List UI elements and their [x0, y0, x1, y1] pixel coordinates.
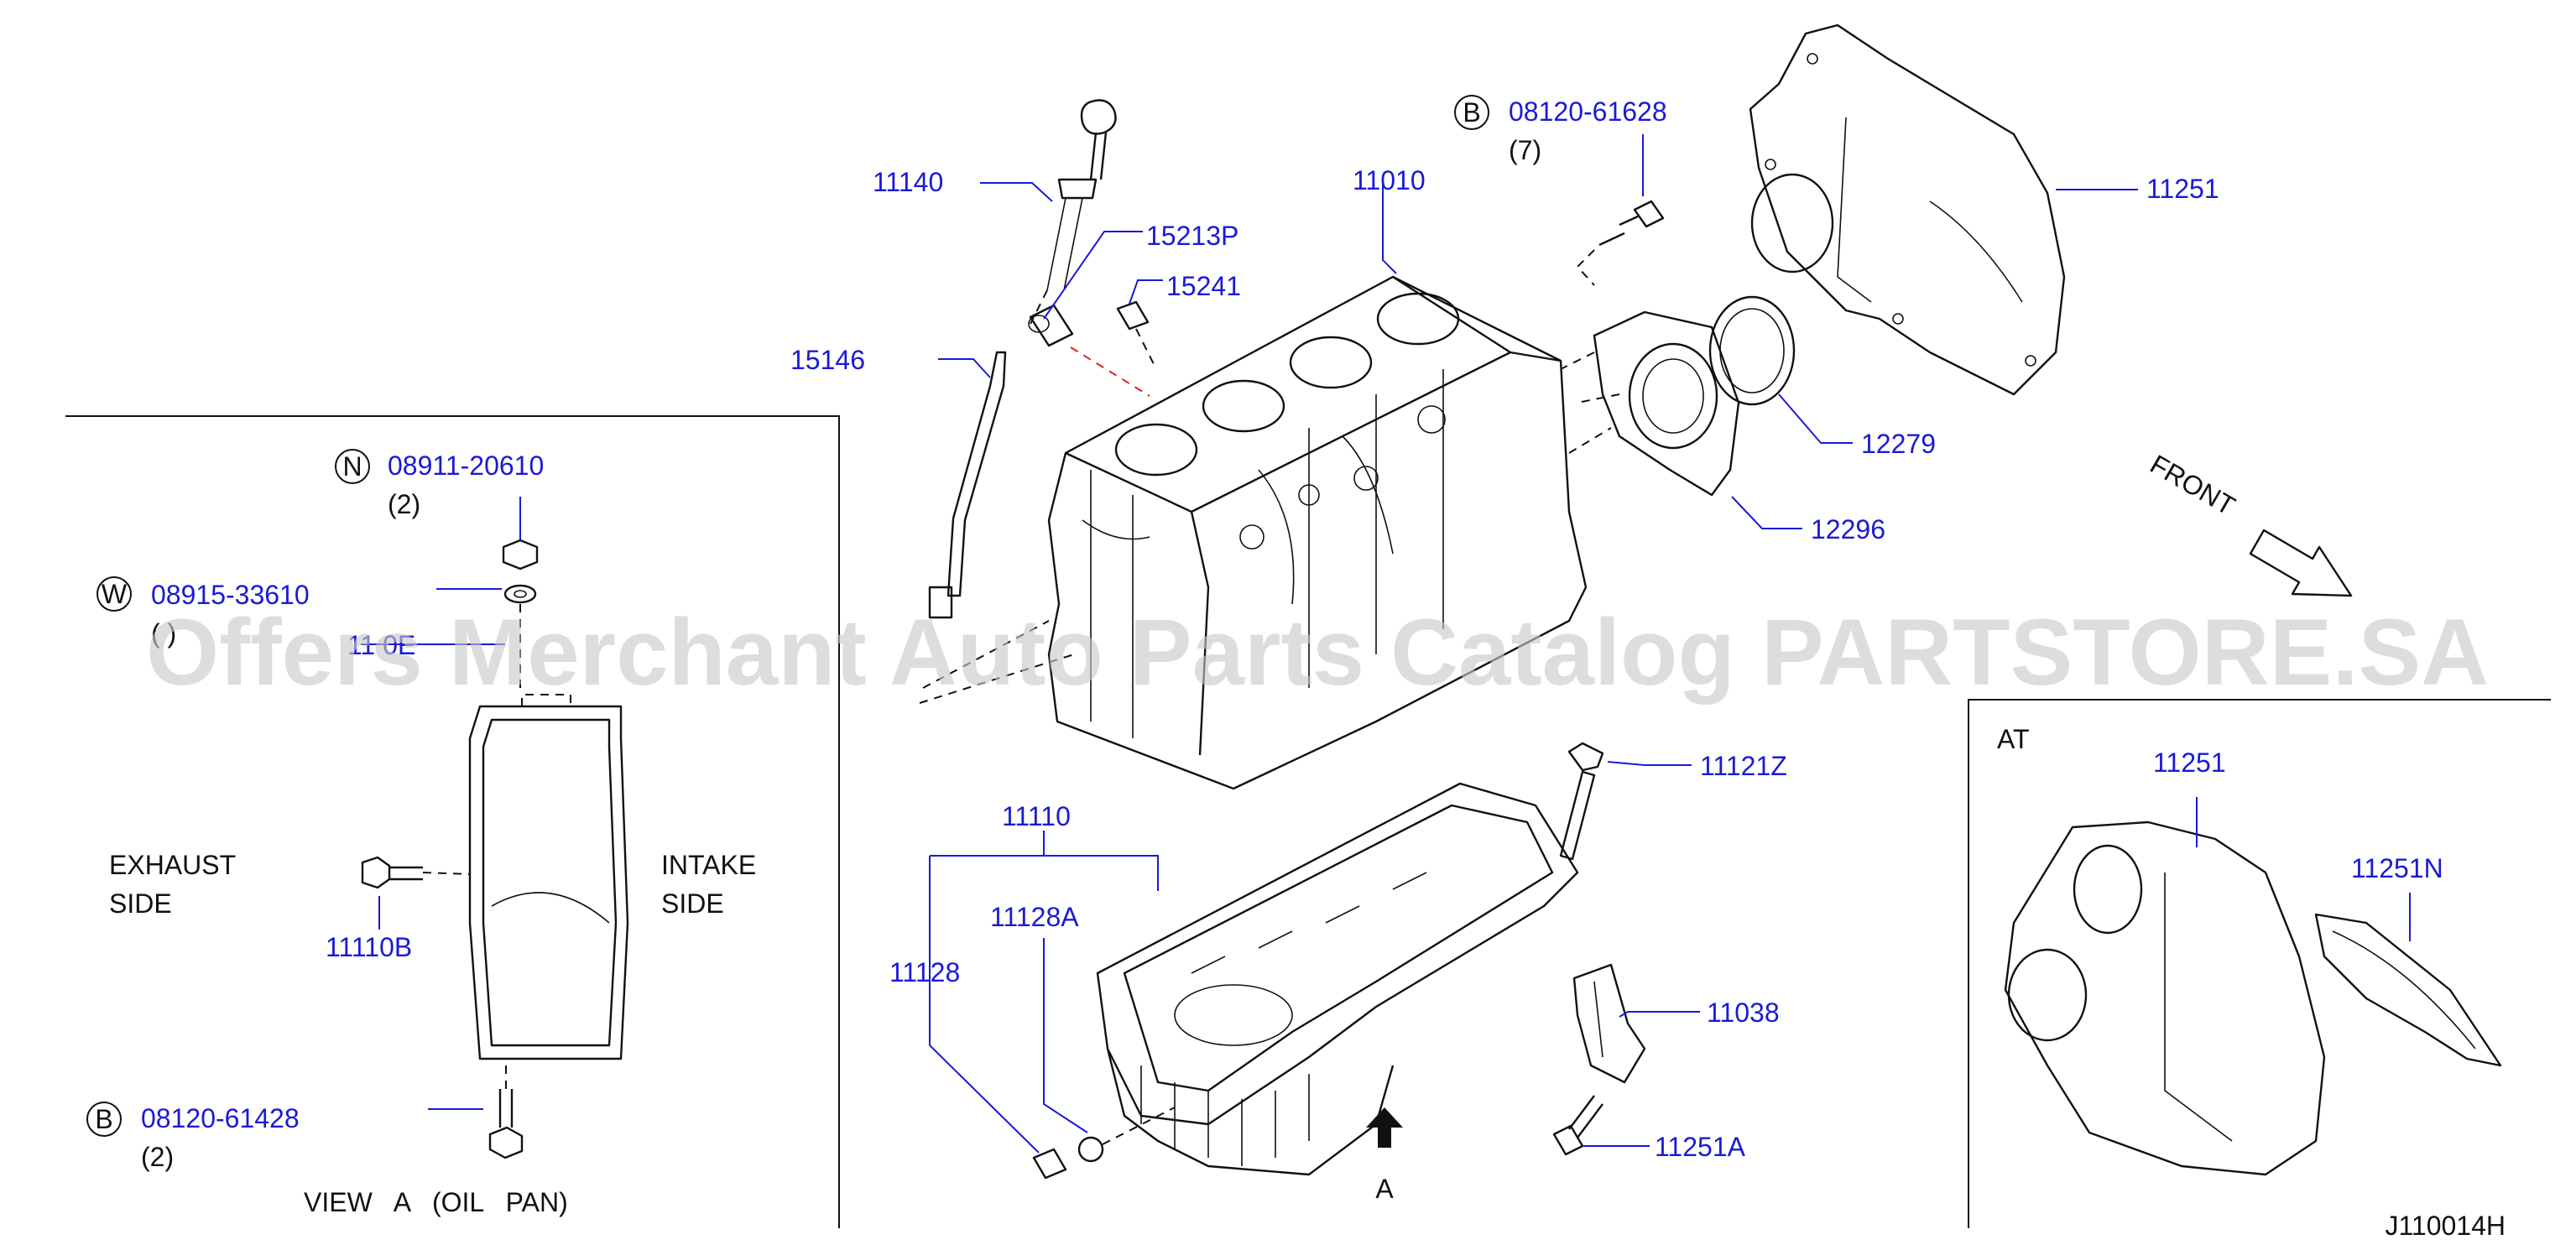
- view-a-washer-drawing: [503, 584, 537, 604]
- label-11038: 11038: [1707, 998, 1780, 1028]
- front-label: FRONT: [2146, 449, 2240, 521]
- dipstick-guide-tube-drawing: [928, 351, 1007, 619]
- fastener-callout-08120-61628: B 08120-61628 (7): [1454, 95, 1667, 165]
- label-11110e: 11 0E: [347, 630, 415, 660]
- view-a-arrow: [1366, 1107, 1403, 1148]
- label-11121z: 11121Z: [1700, 751, 1787, 781]
- view-a-oil-pan-gasket-drawing: [468, 694, 629, 1060]
- label-12279: 12279: [1861, 429, 1936, 459]
- view-a-marker: A: [1375, 1174, 1394, 1204]
- label-11251a: 11251A: [1655, 1132, 1746, 1162]
- fastener-quantity: (2): [388, 489, 420, 519]
- cylinder-block-drawing: [919, 275, 1612, 790]
- plug-15213p-drawing: [1028, 304, 1150, 397]
- annotations: FRONT A EXHAUST SIDE INTAKE SIDE VIEW A …: [109, 449, 2506, 1241]
- label-11010: 11010: [1353, 165, 1426, 195]
- label-11110b: 11110B: [326, 932, 412, 962]
- label-11251-at: 11251: [2153, 748, 2226, 778]
- standard-part-circle-w: [96, 576, 132, 612]
- exhaust-side-line2: SIDE: [109, 888, 172, 919]
- circle-letter: W: [102, 579, 128, 609]
- label-11251-rear-plate: 11251: [2146, 174, 2219, 204]
- view-a-caption: VIEW A (OIL PAN): [304, 1187, 568, 1217]
- view-a-side-bolt-drawing: [361, 856, 471, 930]
- fastener-number: 08120-61628: [1509, 96, 1667, 127]
- oil-pan-drawing: [1096, 782, 1579, 1176]
- label-11128a: 11128A: [990, 902, 1079, 932]
- fastener-callout-08120-61428: B 08120-61428 (2): [86, 1102, 300, 1172]
- fastener-number: 08120-61428: [141, 1103, 300, 1133]
- label-11140: 11140: [873, 167, 943, 197]
- standard-part-circle-b: [86, 1102, 122, 1137]
- leader-lines: [361, 134, 2411, 1154]
- oil-seal-12279-drawing: [1708, 295, 1796, 406]
- fastener-callout-08911-20610: N 08911-20610 (2): [335, 449, 544, 519]
- at-panel-title: AT: [1997, 724, 2030, 754]
- label-15146: 15146: [790, 345, 865, 375]
- plug-15241-drawing: [1116, 300, 1157, 370]
- circle-letter: B: [1463, 97, 1480, 128]
- front-direction-arrow: [2249, 529, 2353, 597]
- label-11110: 11110: [1002, 801, 1071, 831]
- exhaust-side-line1: EXHAUST: [109, 850, 236, 880]
- view-a-lower-bolt-drawing: [488, 1059, 524, 1159]
- diagram-code: J110014H: [2385, 1211, 2506, 1241]
- label-15241: 15241: [1166, 271, 1241, 301]
- at-cover-11251n-drawing: [2314, 913, 2502, 1067]
- view-a-panel-frame: [65, 415, 840, 1228]
- fastener-quantity: (7): [1509, 135, 1541, 165]
- label-15213p: 15213P: [1146, 221, 1238, 251]
- rear-plate-11251-drawing: [1749, 23, 2066, 396]
- label-12296: 12296: [1811, 514, 1885, 544]
- bolt-08120-61628-drawing: [1576, 200, 1665, 286]
- fastener-number: 08911-20610: [388, 451, 544, 481]
- view-a-nut-drawing: [502, 497, 539, 570]
- fastener-quantity: (2): [141, 1142, 174, 1172]
- bracket-11038-drawing: [1572, 963, 1646, 1084]
- watermark-text: Offers Merchant Auto Parts Catalog PARTS…: [146, 600, 2489, 705]
- circle-letter: N: [342, 451, 362, 482]
- part-labels: 11140 11010 15213P 15241 15146 11251 122…: [326, 165, 2443, 1162]
- intake-side-line2: SIDE: [661, 888, 724, 919]
- drain-plug-drawing: [1032, 1107, 1176, 1180]
- seal-retainer-12296-drawing: [1560, 310, 1740, 497]
- at-panel-frame: [1968, 699, 2551, 1228]
- standard-part-circle-n: [335, 449, 370, 484]
- oil-level-gauge-drawing: [1030, 99, 1117, 325]
- circle-letter: B: [95, 1104, 112, 1134]
- intake-side-line1: INTAKE: [661, 850, 756, 880]
- fastener-number: 08915-33610: [151, 580, 310, 610]
- standard-part-circle-b: [1454, 95, 1489, 130]
- oil-level-sensor-drawing: [1559, 742, 1604, 861]
- label-11251n: 11251N: [2351, 853, 2443, 883]
- fastener-callout-08915-33610: W 08915-33610 ( ): [96, 576, 310, 649]
- fastener-quantity: ( ): [151, 618, 176, 649]
- label-11128: 11128: [889, 957, 960, 987]
- at-rear-plate-11251-drawing: [2004, 820, 2326, 1176]
